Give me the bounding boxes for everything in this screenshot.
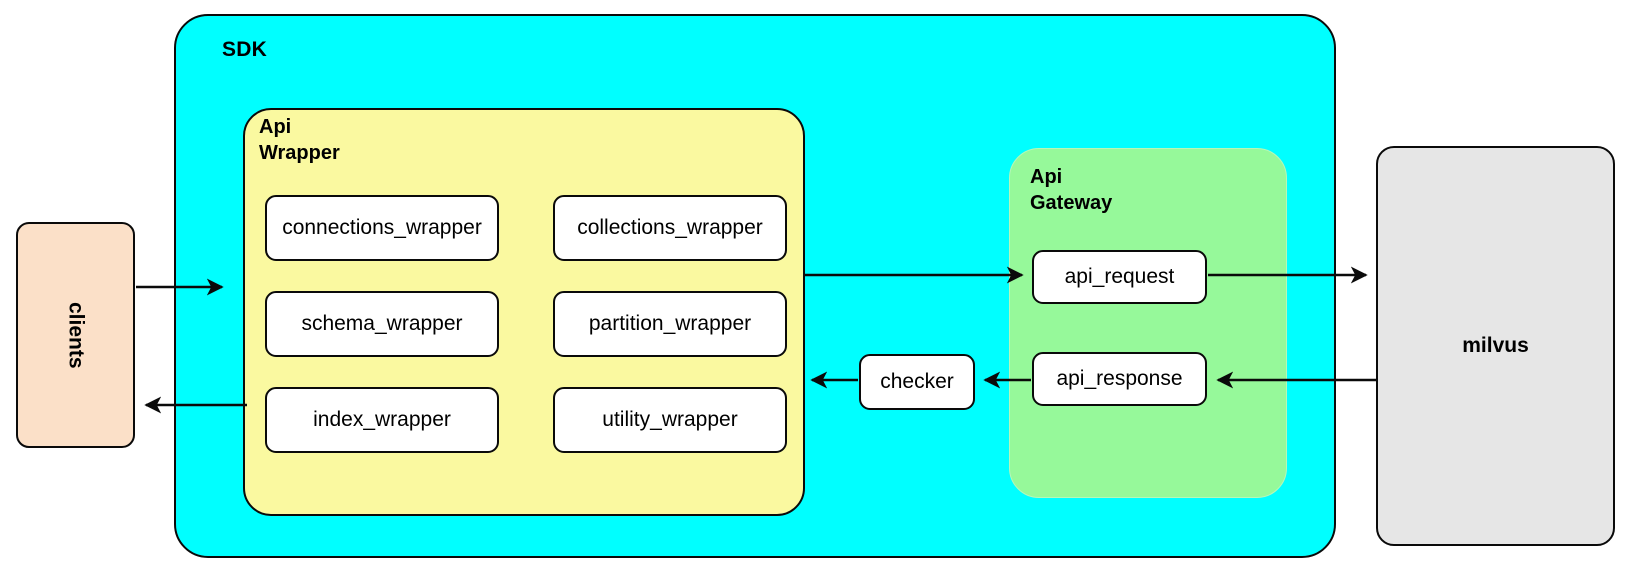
node-collections-wrapper[interactable]: collections_wrapper [553,195,787,261]
node-clients[interactable]: clients [16,222,135,448]
node-partition-wrapper[interactable]: partition_wrapper [553,291,787,357]
node-connections-wrapper[interactable]: connections_wrapper [265,195,499,261]
node-utility-wrapper[interactable]: utility_wrapper [553,387,787,453]
container-api-gateway-label-line1: Api [1030,166,1063,188]
container-api-gateway-label-line2: Gateway [1030,192,1113,214]
container-api-gateway [1009,148,1287,498]
node-api-response[interactable]: api_response [1032,352,1207,406]
node-api-request[interactable]: api_request [1032,250,1207,304]
node-checker[interactable]: checker [859,354,975,410]
container-api-gateway-label: Api Gateway [1030,164,1210,216]
container-sdk-label: SDK [222,38,267,61]
node-clients-label: clients [64,301,88,369]
node-milvus[interactable]: milvus [1376,146,1615,546]
container-api-wrapper-label: Api Wrapper [259,114,439,166]
container-api-wrapper-label-line2: Wrapper [259,142,340,164]
node-index-wrapper[interactable]: index_wrapper [265,387,499,453]
container-api-wrapper-label-line1: Api [259,116,292,138]
node-schema-wrapper[interactable]: schema_wrapper [265,291,499,357]
